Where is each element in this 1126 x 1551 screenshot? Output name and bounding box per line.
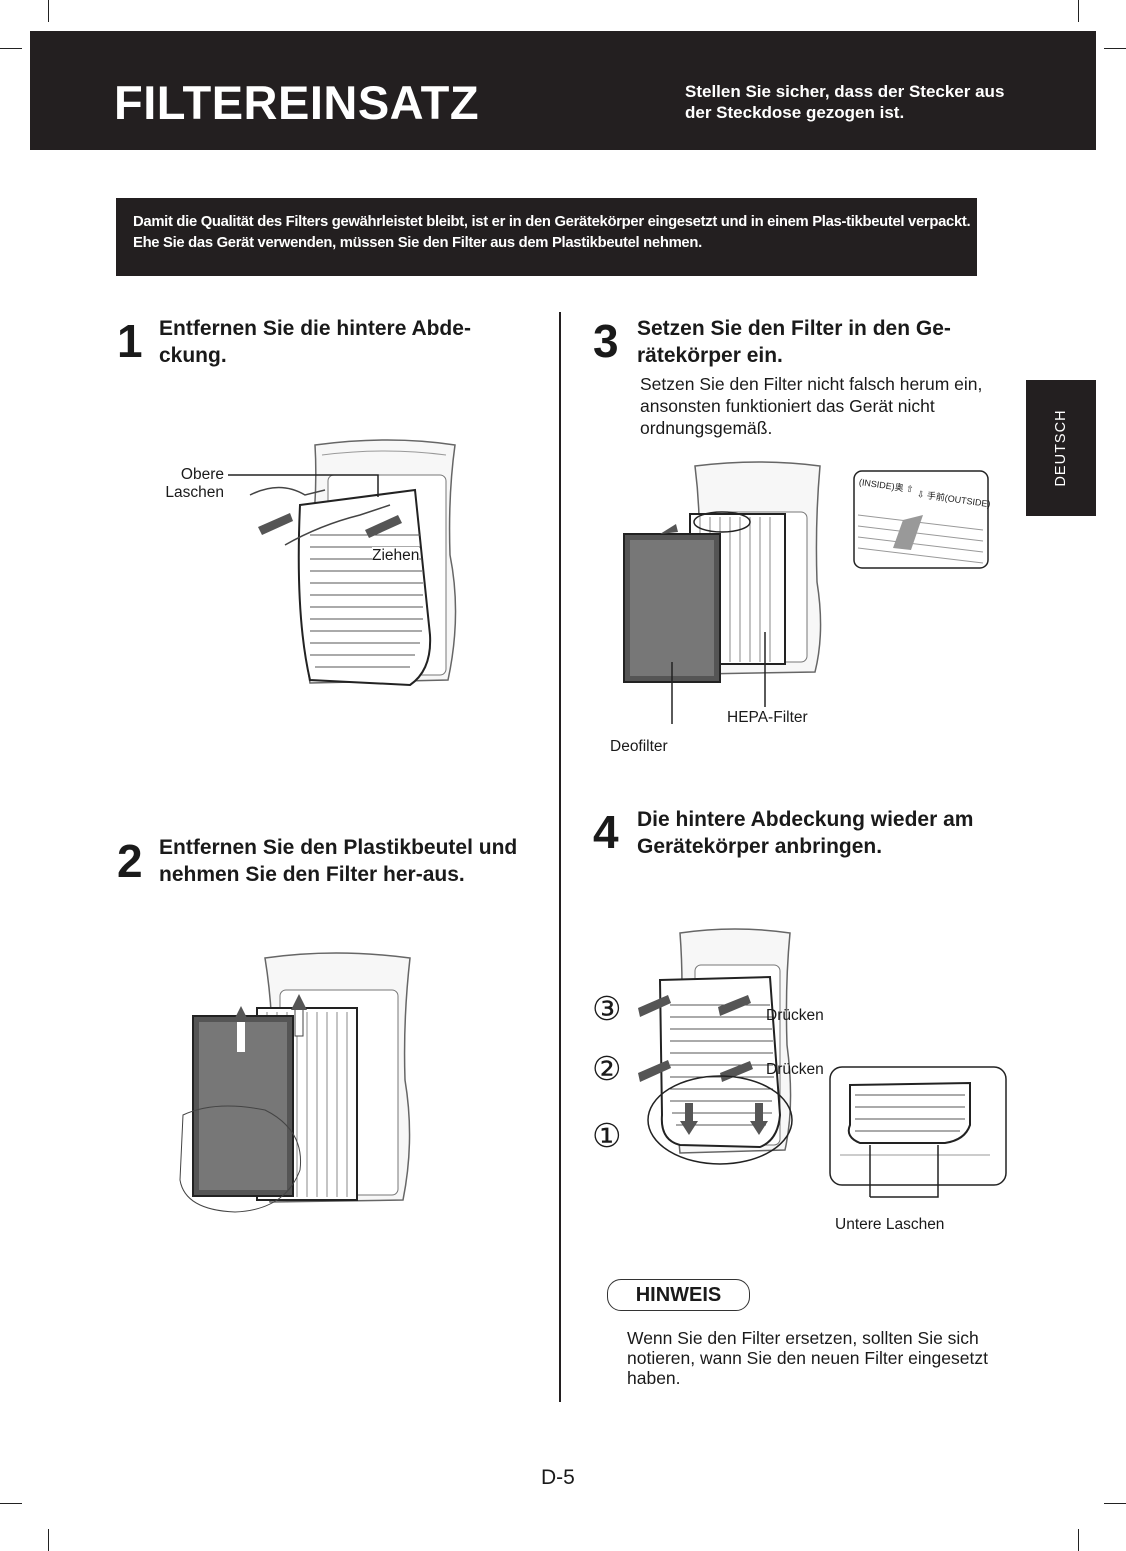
crop-mark bbox=[1078, 0, 1079, 22]
crop-mark bbox=[1078, 1529, 1079, 1551]
step-order-2: ② bbox=[592, 1050, 622, 1087]
crop-mark bbox=[0, 48, 22, 49]
lower-tabs-label: Untere Laschen bbox=[835, 1216, 945, 1233]
press-label-middle: Drücken bbox=[766, 1061, 824, 1078]
notice-text: Damit die Qualität des Filters gewährlei… bbox=[133, 214, 971, 251]
step-order-3: ③ bbox=[592, 990, 622, 1027]
step-order-1: ① bbox=[592, 1117, 622, 1154]
step-2-number: 2 bbox=[117, 835, 143, 887]
page-number: D-5 bbox=[541, 1466, 575, 1489]
crop-mark bbox=[1104, 1503, 1126, 1504]
crop-mark bbox=[1104, 48, 1126, 49]
step-4-number: 4 bbox=[593, 806, 619, 858]
note-heading-box: HINWEIS bbox=[607, 1279, 750, 1311]
step-3-title: Setzen Sie den Filter in den Ge-rätekörp… bbox=[637, 317, 951, 367]
step-3-number: 3 bbox=[593, 315, 619, 367]
step-2-illustration bbox=[179, 952, 411, 1213]
note-text: Wenn Sie den Filter ersetzen, sollten Si… bbox=[627, 1328, 988, 1388]
hepa-filter-label: HEPA-Filter bbox=[727, 709, 808, 726]
notice-box: Damit die Qualität des Filters gewährlei… bbox=[116, 198, 977, 276]
column-divider bbox=[559, 312, 561, 1402]
header-banner: FILTEREINSATZ Stellen Sie sicher, dass d… bbox=[30, 31, 1096, 150]
page-title: FILTEREINSATZ bbox=[114, 76, 480, 129]
step-1-number: 1 bbox=[117, 315, 143, 367]
language-tab-label: DEUTSCH bbox=[1053, 409, 1069, 487]
step-3-illustration bbox=[623, 461, 822, 724]
crop-mark bbox=[0, 1503, 22, 1504]
step-1-title: Entfernen Sie die hintere Abde-ckung. bbox=[159, 317, 471, 367]
step-2-title: Entfernen Sie den Plastikbeutel und nehm… bbox=[159, 836, 518, 886]
step-4-title: Die hintere Abdeckung wieder am Gerätekö… bbox=[637, 808, 974, 858]
filter-orientation-detail bbox=[853, 470, 989, 569]
language-tab: DEUTSCH bbox=[1026, 380, 1096, 516]
crop-mark bbox=[48, 0, 49, 22]
note-heading: HINWEIS bbox=[635, 1284, 722, 1306]
pull-label: Ziehen bbox=[372, 547, 420, 565]
step-4-illustration bbox=[638, 928, 1007, 1198]
crop-mark bbox=[48, 1529, 49, 1551]
press-label-top: Drücken bbox=[766, 1007, 824, 1024]
step-3-text: Setzen Sie den Filter nicht falsch herum… bbox=[640, 374, 983, 438]
deo-filter-label: Deofilter bbox=[610, 738, 668, 755]
unplug-warning: Stellen Sie sicher, dass der Stecker aus… bbox=[685, 82, 1005, 122]
upper-tabs-label: Obere Laschen bbox=[165, 466, 224, 501]
